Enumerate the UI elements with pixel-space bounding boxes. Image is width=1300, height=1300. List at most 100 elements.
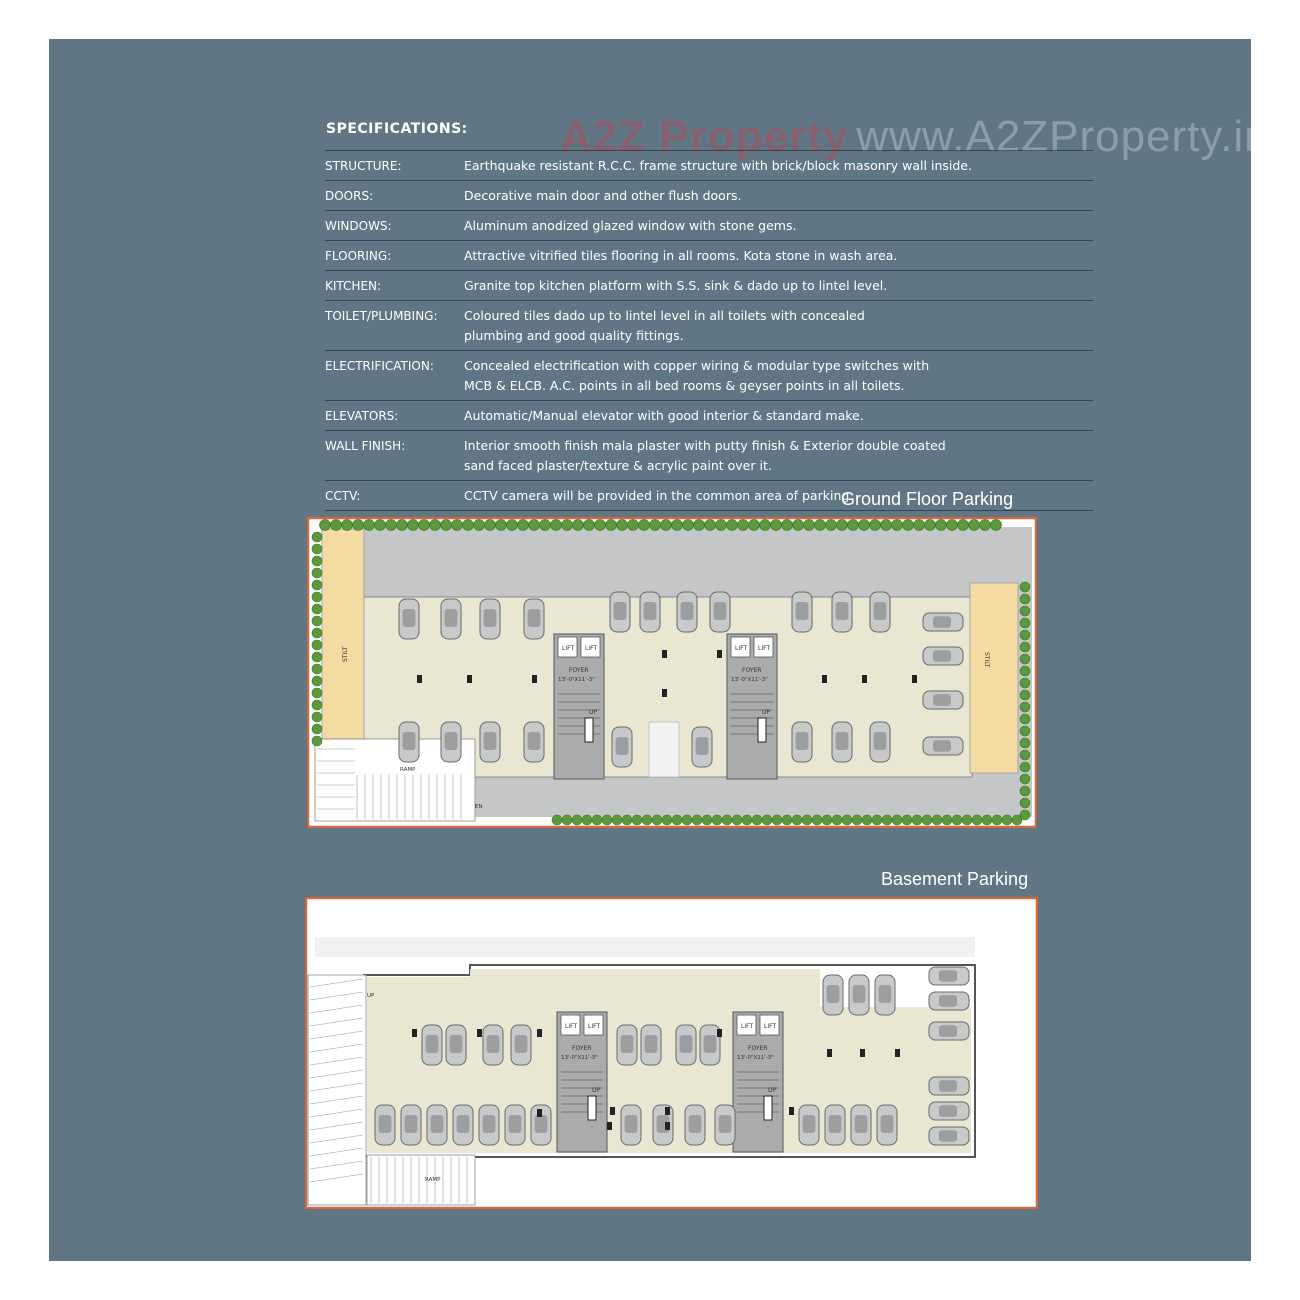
- tree-icon: [946, 519, 958, 531]
- lift-box: [557, 636, 578, 658]
- tree-icon: [803, 519, 815, 531]
- tree-icon: [741, 814, 753, 826]
- car-icon: [374, 1104, 396, 1146]
- spec-key: FLOORING:: [325, 249, 392, 263]
- specifications-table: STRUCTURE:Earthquake resistant R.C.C. fr…: [325, 150, 1093, 511]
- lift-label: LIFT: [588, 1023, 600, 1030]
- tree-icon: [881, 814, 893, 826]
- spec-value-line: Automatic/Manual elevator with good inte…: [464, 408, 864, 423]
- tree-icon: [319, 519, 331, 531]
- tree-icon: [781, 519, 793, 531]
- tree-icon: [611, 814, 623, 826]
- basement-title: Basement Parking: [881, 869, 1029, 889]
- spec-value: Decorative main door and other flush doo…: [464, 186, 1093, 206]
- tree-icon: [957, 519, 969, 531]
- tree-icon: [572, 519, 584, 531]
- spec-key: STRUCTURE:: [325, 159, 402, 173]
- spec-key: WINDOWS:: [325, 219, 392, 233]
- column-mark: [665, 1122, 670, 1130]
- tree-icon: [935, 519, 947, 531]
- lift-label: LIFT: [585, 645, 597, 652]
- tree-icon: [341, 519, 353, 531]
- tree-icon: [801, 814, 813, 826]
- tree-icon: [311, 615, 323, 627]
- car-icon: [922, 646, 964, 666]
- tree-icon: [638, 519, 650, 531]
- ramp-step: [309, 1121, 364, 1131]
- car-icon: [482, 1024, 504, 1066]
- spec-value: Coloured tiles dado up to lintel level i…: [464, 306, 1093, 346]
- tree-icon: [1019, 737, 1031, 749]
- tree-icon: [311, 651, 323, 663]
- stair-arrow: [584, 717, 594, 743]
- spec-row: FLOORING:Attractive vitrified tiles floo…: [325, 240, 1093, 270]
- up-label: UP: [592, 1087, 600, 1094]
- foyer-size-label: 13'-0"X11'-3": [731, 677, 768, 683]
- column-mark: [412, 1029, 417, 1037]
- column-mark: [860, 1049, 865, 1057]
- foyer-label: FOYER: [742, 667, 761, 674]
- car-icon: [611, 726, 633, 768]
- column-mark: [537, 1109, 542, 1117]
- tree-icon: [748, 519, 760, 531]
- tree-icon: [601, 814, 613, 826]
- tree-icon: [539, 519, 551, 531]
- tree-icon: [311, 591, 323, 603]
- foyer-label: FOYER: [569, 667, 588, 674]
- spec-value: Granite top kitchen platform with S.S. s…: [464, 276, 1093, 296]
- tree-icon: [330, 519, 342, 531]
- stilt-label-left: STILT: [342, 646, 349, 662]
- stilt-label-right: STILT: [983, 652, 990, 668]
- tree-icon: [311, 627, 323, 639]
- tree-icon: [352, 519, 364, 531]
- tree-icon: [591, 814, 603, 826]
- watermark-url: www.A2ZProperty.in: [856, 112, 1270, 161]
- tree-icon: [1001, 814, 1013, 826]
- car-icon: [869, 591, 891, 633]
- tree-icon: [1019, 653, 1031, 665]
- tree-icon: [1019, 785, 1031, 797]
- lift-label: LIFT: [562, 645, 574, 652]
- tree-icon: [462, 519, 474, 531]
- car-icon: [798, 1104, 820, 1146]
- spec-value: CCTV camera will be provided in the comm…: [464, 486, 1093, 506]
- car-icon: [824, 1104, 846, 1146]
- tree-icon: [571, 814, 583, 826]
- tree-icon: [751, 814, 763, 826]
- tree-icon: [311, 663, 323, 675]
- foyer-block: [726, 633, 778, 780]
- tree-icon: [771, 814, 783, 826]
- ramp-step: [309, 1082, 364, 1092]
- tree-icon: [941, 814, 953, 826]
- tree-icon: [1019, 809, 1031, 821]
- tree-icon: [627, 519, 639, 531]
- spec-row: STRUCTURE:Earthquake resistant R.C.C. fr…: [325, 150, 1093, 180]
- tree-icon: [924, 519, 936, 531]
- foyer-label: FOYER: [748, 1045, 767, 1052]
- tree-icon: [871, 814, 883, 826]
- car-icon: [478, 1104, 500, 1146]
- car-icon: [616, 1024, 638, 1066]
- spec-row: WINDOWS:Aluminum anodized glazed window …: [325, 210, 1093, 240]
- tree-icon: [721, 814, 733, 826]
- tree-icon: [363, 519, 375, 531]
- tree-icon: [902, 519, 914, 531]
- tree-icon: [616, 519, 628, 531]
- up-label: UP: [762, 709, 770, 716]
- tree-icon: [825, 519, 837, 531]
- lift-box: [583, 1014, 604, 1036]
- spec-key: TOILET/PLUMBING:: [325, 309, 438, 323]
- foyer-block: [553, 633, 605, 780]
- up-label-ramp: UP: [367, 993, 375, 999]
- spec-row: DOORS:Decorative main door and other flu…: [325, 180, 1093, 210]
- car-icon: [426, 1104, 448, 1146]
- car-icon: [922, 690, 964, 710]
- column-mark: [665, 1107, 670, 1115]
- spec-value: Concealed electrification with copper wi…: [464, 356, 1093, 396]
- tree-icon: [821, 814, 833, 826]
- car-icon: [876, 1104, 898, 1146]
- tree-icon: [911, 814, 923, 826]
- spec-value: Automatic/Manual elevator with good inte…: [464, 406, 1093, 426]
- car-icon: [874, 974, 896, 1016]
